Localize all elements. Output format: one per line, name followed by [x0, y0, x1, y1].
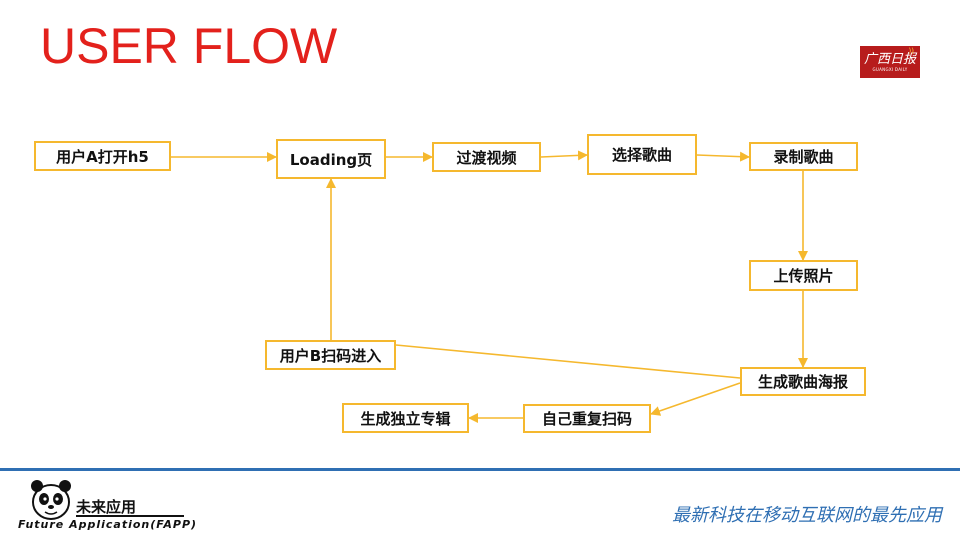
slide-title: USER FLOW: [40, 18, 338, 74]
edge-poster-to-repeat: [650, 382, 741, 416]
logo-main-text: 广西日报: [863, 51, 916, 67]
brand-name-cn: 未来应用: [76, 498, 137, 516]
node-loading-page: Loading页: [276, 139, 386, 179]
node-user-b-scan-enter: 用户B扫码进入: [265, 340, 396, 370]
node-upload-photo: 上传照片: [749, 260, 858, 291]
node-select-song: 选择歌曲: [587, 134, 697, 175]
footer-divider: [0, 468, 960, 471]
signal-icon: )): [908, 47, 914, 55]
footer-slogan: 最新科技在移动互联网的最先应用: [672, 505, 942, 526]
node-generate-song-poster: 生成歌曲海报: [740, 367, 866, 396]
flow-connectors: [171, 150, 808, 423]
edge-video-to-select: [540, 150, 588, 161]
edge-poster-to-user-b: [395, 344, 741, 379]
brand-name-en: Future Application(FAPP): [18, 518, 198, 531]
node-self-repeat-scan: 自己重复扫码: [523, 404, 651, 433]
fapp-logo: 未来应用 Future Application(FAPP): [14, 474, 214, 534]
panda-icon: [31, 480, 71, 520]
node-generate-album: 生成独立专辑: [342, 403, 469, 433]
node-record-song: 录制歌曲: [749, 142, 858, 171]
guangxi-daily-logo: )) 广西日报 GUANGXI DAILY: [860, 46, 920, 78]
node-user-a-open-h5: 用户A打开h5: [34, 141, 171, 171]
node-transition-video: 过渡视频: [432, 142, 541, 172]
edge-select-to-record: [696, 151, 750, 162]
brand-underline: [76, 515, 184, 517]
logo-sub-text: GUANGXI DAILY: [872, 66, 908, 72]
